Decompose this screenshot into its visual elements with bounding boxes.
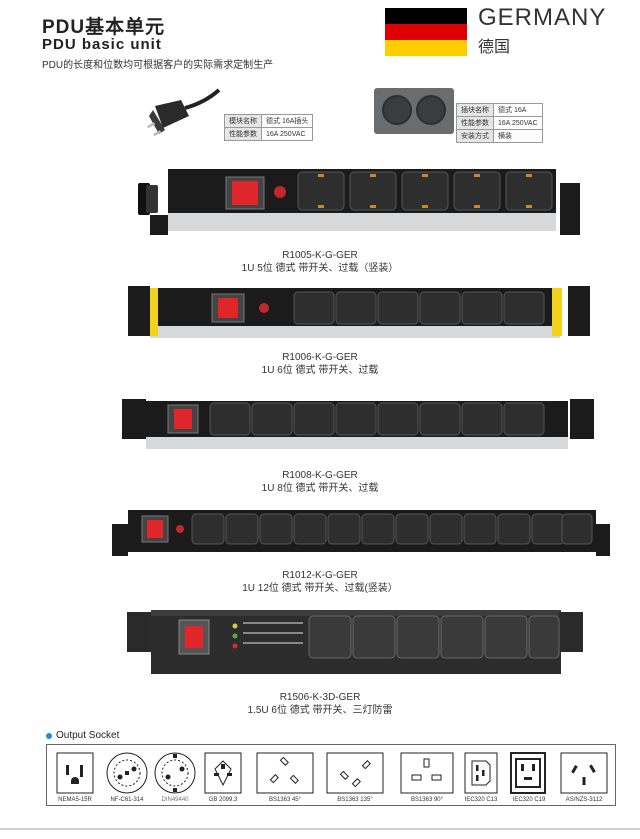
pdu-r1012-image [112, 508, 612, 560]
socket-label: BS1363 45° [268, 797, 302, 803]
bs-90-socket-icon [399, 751, 455, 800]
country-name-en: GERMANY [478, 4, 607, 31]
country-name-cn: 德国 [478, 39, 511, 56]
pdu-r1006-image [124, 284, 594, 344]
socket-label: DIN49440 [161, 797, 189, 803]
page-subtitle: PDU的长度和位数均可根据客户的实际需求定制生产 [42, 60, 274, 71]
socket-label: BS1363 90° [410, 797, 444, 803]
gb-socket-icon [203, 751, 243, 800]
product-caption-r1005: R1005-K-G-GER 1U 5位 德式 带开关、过载（竖装） [241, 250, 399, 274]
socket-label: IEC320 C19 [512, 797, 546, 803]
nema-socket-icon [55, 751, 95, 800]
socket-label: NEMA5-15R [58, 797, 92, 803]
socket-label: NF-C61-314 [110, 797, 144, 803]
product-caption-r1008: R1008-K-G-GER 1U 8位 德式 带开关、过载 [261, 470, 379, 494]
bs-45-socket-icon [255, 751, 315, 800]
as-nzs-socket-icon [559, 751, 609, 800]
output-socket-title: Output Socket [56, 730, 120, 741]
socket-label: IEC320 C13 [464, 797, 498, 803]
page-bottom-divider [0, 828, 640, 830]
product-caption-r1012: R1012-K-G-GER 1U 12位 德式 带开关、过载(竖装） [242, 570, 398, 594]
schuko-socket-icon [153, 751, 197, 800]
bs-135-socket-icon [325, 751, 385, 800]
socket-label: AS/NZS-3112 [565, 797, 603, 803]
c19-socket-icon [509, 751, 547, 800]
c13-socket-icon [463, 751, 499, 800]
socket-label: BS1363 135° [337, 797, 373, 803]
output-socket-panel: NEMA5-15R NF-C61-314 DIN49440 GB 2099.3 … [46, 744, 616, 806]
product-caption-r1506: R1506-K-3D-GER 1.5U 6位 德式 带开关、三灯防雷 [247, 692, 393, 716]
french-socket-icon [105, 751, 149, 800]
bullet-dot-icon [46, 733, 52, 739]
pdu-r1005-image [128, 163, 583, 237]
germany-flag-icon [385, 8, 467, 56]
product-caption-r1006: R1006-K-G-GER 1U 6位 德式 带开关、过载 [261, 352, 379, 376]
pdu-r1506-image [125, 608, 585, 678]
page-title-cn: PDU基本单元 [42, 17, 166, 38]
page-title-en: PDU basic unit [42, 36, 162, 53]
socket-label: GB 2099.3 [208, 797, 238, 803]
pdu-r1008-image [120, 397, 596, 453]
schuko-socket-module-icon [374, 88, 454, 134]
schuko-plug-icon [145, 86, 221, 148]
